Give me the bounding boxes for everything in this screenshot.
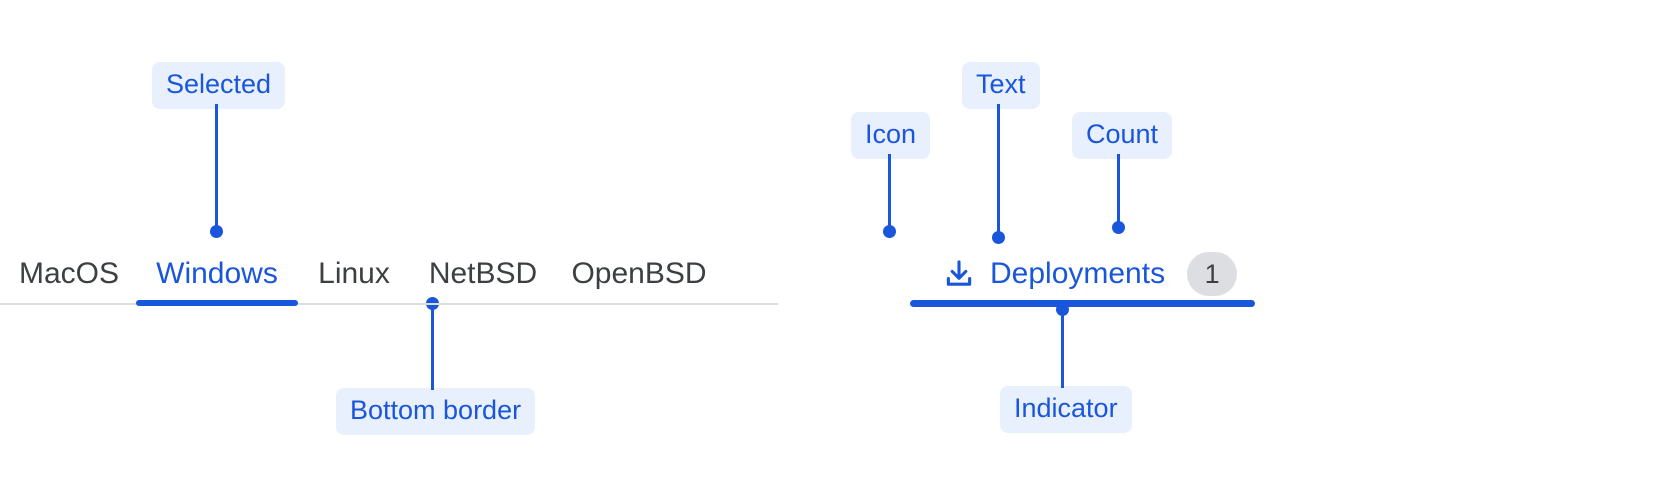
connector-selected <box>215 104 218 232</box>
callout-indicator: Indicator <box>1000 386 1132 433</box>
tab-netbsd-label: NetBSD <box>428 257 538 290</box>
tab-deployments-count-badge: 1 <box>1187 252 1238 296</box>
callout-text: Text <box>962 62 1040 109</box>
tab-bar-os: MacOS Windows Linux NetBSD OpenBSD <box>0 245 778 306</box>
tab-netbsd[interactable]: NetBSD <box>428 245 538 303</box>
connector-indicator <box>1061 312 1064 388</box>
callout-selected: Selected <box>152 62 286 109</box>
connector-count <box>1117 154 1120 226</box>
tab-linux[interactable]: Linux <box>316 245 392 303</box>
connector-icon <box>888 154 891 232</box>
tab-windows-label: Windows <box>156 257 278 290</box>
tab-openbsd-label: OpenBSD <box>571 257 707 290</box>
tab-macos[interactable]: MacOS <box>18 245 120 303</box>
download-icon <box>942 257 976 291</box>
tab-deployments-label: Deployments <box>990 257 1166 290</box>
tab-openbsd[interactable]: OpenBSD <box>571 245 707 303</box>
tab-bar-deployments: Deployments 1 <box>910 245 1255 307</box>
connector-dot-count <box>1112 221 1125 234</box>
connector-bottom-border <box>431 308 434 390</box>
callout-count: Count <box>1072 112 1173 159</box>
connector-dot-icon <box>883 225 896 238</box>
tab-deployments[interactable]: Deployments 1 <box>910 245 1238 303</box>
callout-bottom-border: Bottom border <box>336 388 536 435</box>
connector-dot-selected <box>210 225 223 238</box>
callout-icon: Icon <box>851 112 931 159</box>
tab-linux-label: Linux <box>318 257 390 290</box>
tab-windows[interactable]: Windows <box>136 245 298 306</box>
tab-deployments-indicator <box>910 300 1255 307</box>
tab-bar-bottom-border <box>0 303 778 305</box>
connector-dot-text <box>992 231 1005 244</box>
connector-text <box>997 104 1000 232</box>
tab-macos-label: MacOS <box>18 257 120 290</box>
tab-windows-indicator <box>136 300 298 306</box>
